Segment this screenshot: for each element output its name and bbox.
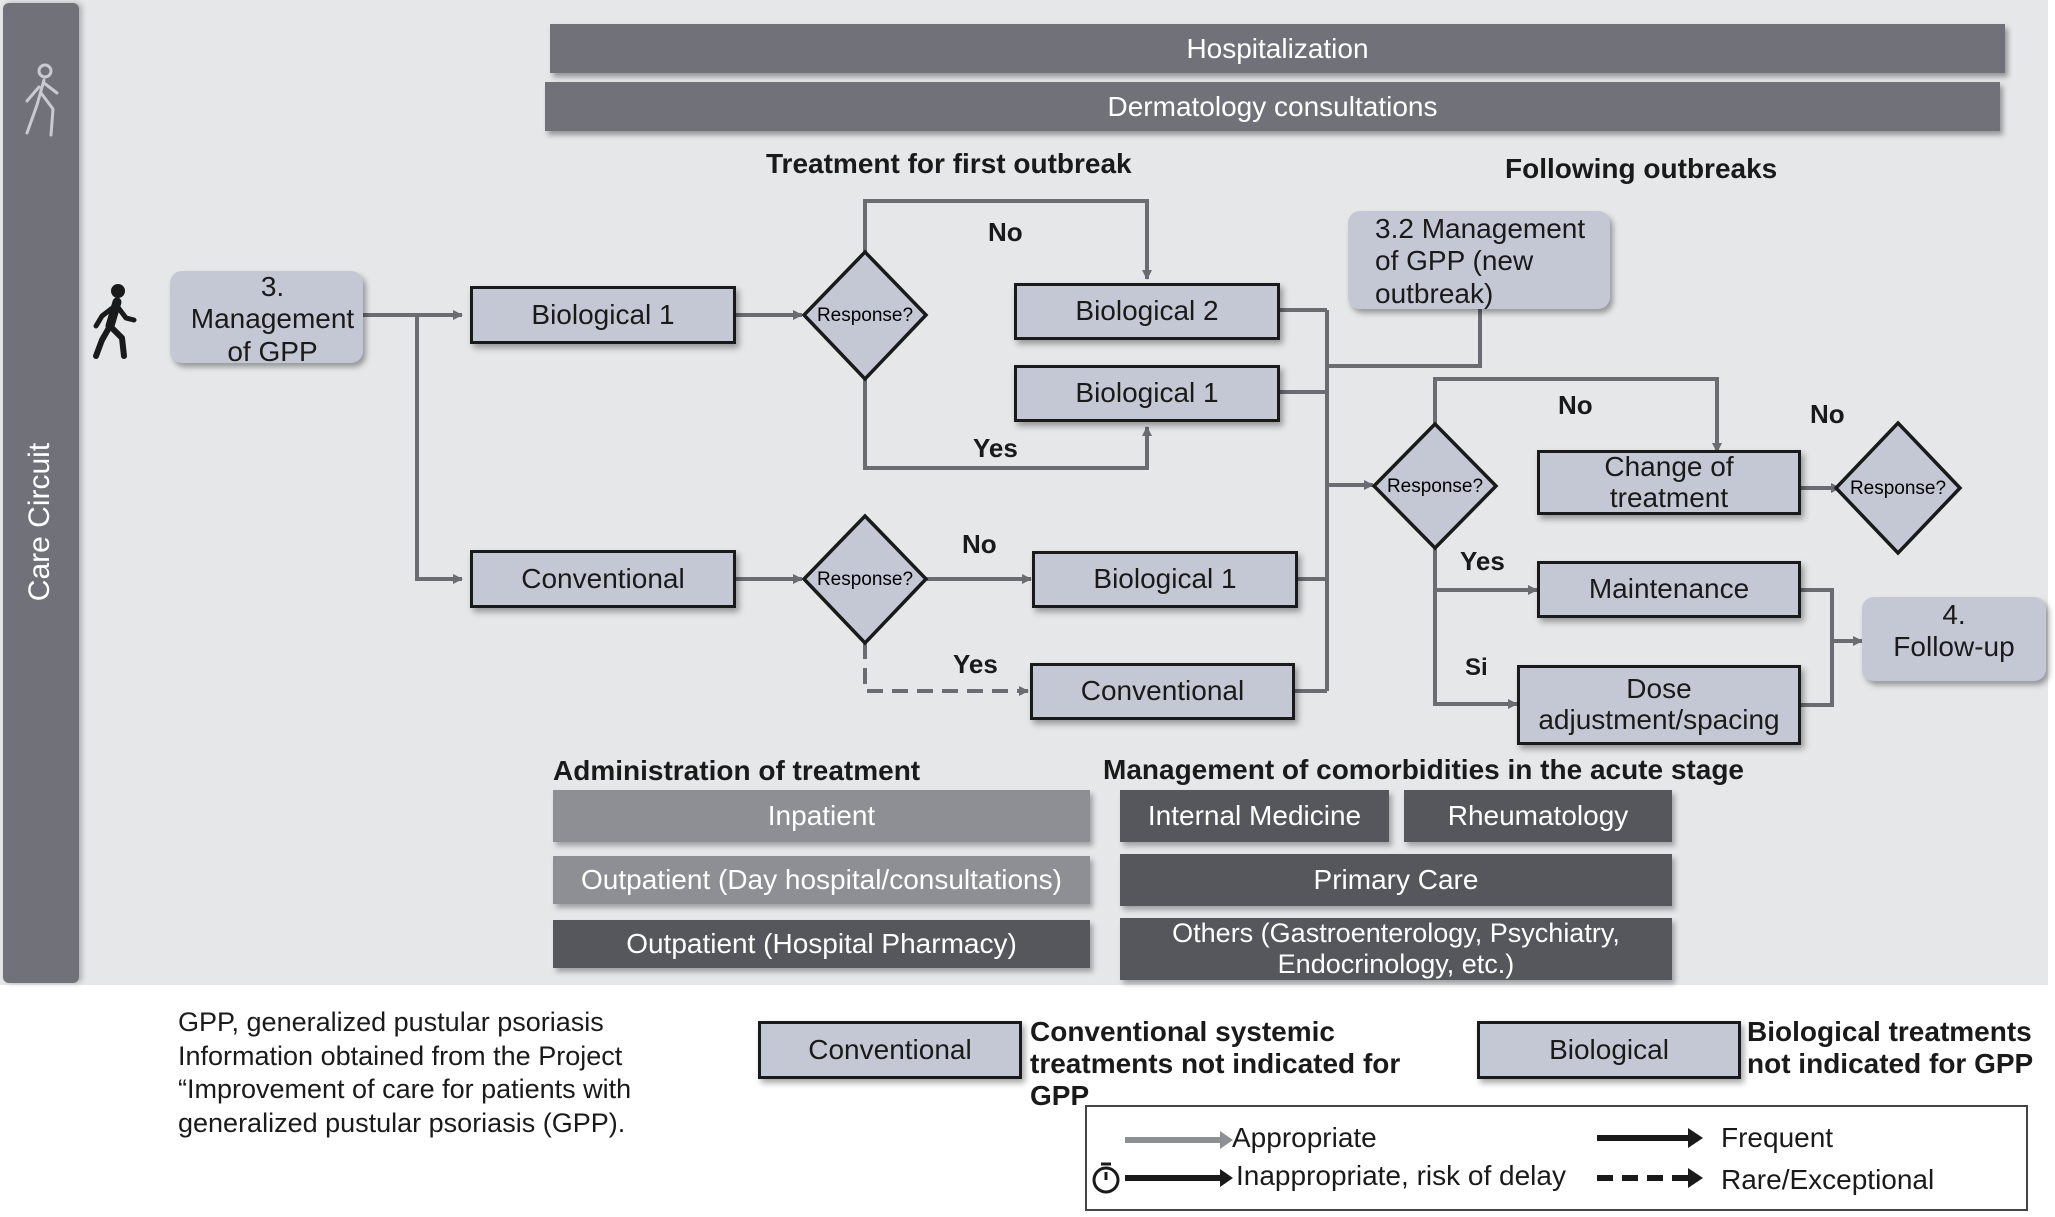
biological-1-box: Biological 1 (470, 286, 736, 344)
legend-biological-description: Biological treatments not indicated for … (1747, 1016, 2034, 1079)
decision-response-1: Response? (801, 249, 929, 382)
legend-frequent-label: Frequent (1721, 1122, 1834, 1153)
legend-conventional-box-label: Conventional (808, 1033, 972, 1065)
edge-label-si: Si (1465, 654, 1488, 681)
dermatology-banner: Dermatology consultations (545, 82, 2000, 131)
conventional-continued-box: Conventional (1030, 663, 1295, 720)
administration-day-hospital-label: Outpatient (Day hospital/consultations) (581, 863, 1062, 895)
primary-care-bar: Primary Care (1120, 854, 1672, 906)
biological-1-after-conventional-box: Biological 1 (1032, 551, 1298, 608)
administration-day-hospital-bar: Outpatient (Day hospital/consultations) (553, 856, 1090, 904)
footnote-line: Information obtained from the Project (178, 1040, 623, 1071)
decision-response-2: Response? (801, 513, 929, 646)
edge-label-no: No (1810, 399, 1845, 429)
biological-2-box: Biological 2 (1014, 283, 1280, 340)
conventional-continued-label: Conventional (1080, 675, 1245, 707)
edge-label-no: No (988, 217, 1023, 247)
legend-appropriate-label: Appropriate (1232, 1122, 1377, 1153)
hospitalization-label: Hospitalization (1186, 32, 1369, 64)
legend-rare-label: Rare/Exceptional (1721, 1164, 1935, 1195)
follow-up-node: 4. Follow-up (1862, 597, 2046, 681)
others-specialties-label: Others (Gastroenterology, Psychiatry, En… (1172, 917, 1620, 979)
administration-pharmacy-bar: Outpatient (Hospital Pharmacy) (553, 920, 1090, 968)
edge-maintenance-to-followup (1801, 588, 1834, 707)
legend-biological-box-label: Biological (1549, 1033, 1669, 1065)
legend-conventional-description: Conventional systemic treatments not ind… (1030, 1016, 1401, 1111)
edge-response3-si-to-dose (1433, 590, 1518, 709)
administration-inpatient-bar: Inpatient (553, 790, 1090, 842)
legend-inappropriate-label: Inappropriate, risk of delay (1236, 1160, 1566, 1191)
walking-person-outline-icon (25, 63, 59, 137)
management-gpp-node: 3. Management of GPP (170, 271, 363, 367)
change-treatment-label: Change of treatment (1604, 451, 1734, 513)
legend-conventional-box: Conventional (758, 1021, 1022, 1079)
biological-1-second-label: Biological 1 (1075, 377, 1219, 409)
decision-label: Response? (1387, 476, 1483, 497)
biological-2-label: Biological 2 (1075, 295, 1219, 327)
internal-medicine-bar: Internal Medicine (1120, 790, 1389, 842)
footnote-line: “Improvement of care for patients with (178, 1074, 632, 1104)
edge-response1-yes-to-bio1 (863, 379, 1152, 470)
arrow-legend-box (1085, 1105, 2028, 1211)
decision-label: Response? (1850, 478, 1946, 499)
decision-label: Response? (817, 569, 913, 590)
edge-label-no: No (962, 529, 997, 559)
edge-label-yes: Yes (973, 433, 1018, 463)
first-outbreak-heading: Treatment for first outbreak (766, 148, 1132, 179)
biological-1-after-conventional-label: Biological 1 (1093, 563, 1237, 595)
footnote-line: GPP, generalized pustular psoriasis (178, 1007, 604, 1037)
decision-response-4: Response? (1833, 420, 1963, 556)
conventional-label: Conventional (521, 562, 685, 594)
decision-response-3: Response? (1371, 421, 1499, 551)
internal-medicine-label: Internal Medicine (1147, 799, 1362, 831)
edge-label-no: No (1558, 390, 1593, 420)
edge-response3-no-to-change (1433, 377, 1722, 453)
management-gpp-label: 3. Management of GPP (190, 271, 355, 367)
care-circuit-sidebar (3, 3, 79, 983)
administration-pharmacy-label: Outpatient (Hospital Pharmacy) (626, 927, 1017, 959)
walking-person-icon (93, 284, 137, 359)
dermatology-label: Dermatology consultations (1107, 90, 1438, 122)
edge-label-yes: Yes (1460, 546, 1505, 576)
maintenance-label: Maintenance (1588, 573, 1750, 605)
decision-label: Response? (817, 305, 913, 326)
edge-response1-no-to-bio2 (863, 199, 1152, 280)
edge-response2-yes-to-conventional (863, 643, 1029, 696)
management-gpp-new-outbreak-node: 3.2 Management of GPP (new outbreak) (1348, 211, 1610, 309)
edge-new-outbreak-to-merge (1327, 309, 1482, 368)
edge-gpp-to-conventional (415, 315, 463, 584)
follow-up-label: 4. Follow-up (1893, 599, 2015, 663)
change-treatment-box: Change of treatment (1537, 450, 1801, 515)
primary-care-label: Primary Care (1313, 863, 1479, 895)
comorbidities-heading: Management of comorbidities in the acute… (1103, 754, 1745, 785)
footnote: GPP, generalized pustular psoriasis Info… (178, 1006, 631, 1140)
edge-label-yes: Yes (953, 649, 998, 679)
others-specialties-bar: Others (Gastroenterology, Psychiatry, En… (1120, 918, 1672, 980)
biological-1-second-box: Biological 1 (1014, 365, 1280, 422)
conventional-box: Conventional (470, 550, 736, 608)
rheumatology-label: Rheumatology (1447, 799, 1629, 831)
administration-inpatient-label: Inpatient (767, 799, 876, 831)
following-outbreaks-heading: Following outbreaks (1505, 153, 1778, 184)
legend-biological-box: Biological (1477, 1021, 1741, 1079)
maintenance-box: Maintenance (1537, 561, 1801, 618)
biological-1-label: Biological 1 (531, 298, 675, 330)
dose-adjustment-box: Dose adjustment/spacing (1517, 665, 1801, 745)
management-gpp-new-outbreak-label: 3.2 Management of GPP (new outbreak) (1375, 213, 1586, 309)
footnote-line: generalized pustular psoriasis (GPP). (178, 1107, 626, 1138)
rheumatology-bar: Rheumatology (1404, 790, 1672, 842)
administration-heading: Administration of treatment (553, 755, 921, 786)
hospitalization-banner: Hospitalization (550, 24, 2005, 73)
dose-adjustment-label: Dose adjustment/spacing (1538, 673, 1780, 735)
